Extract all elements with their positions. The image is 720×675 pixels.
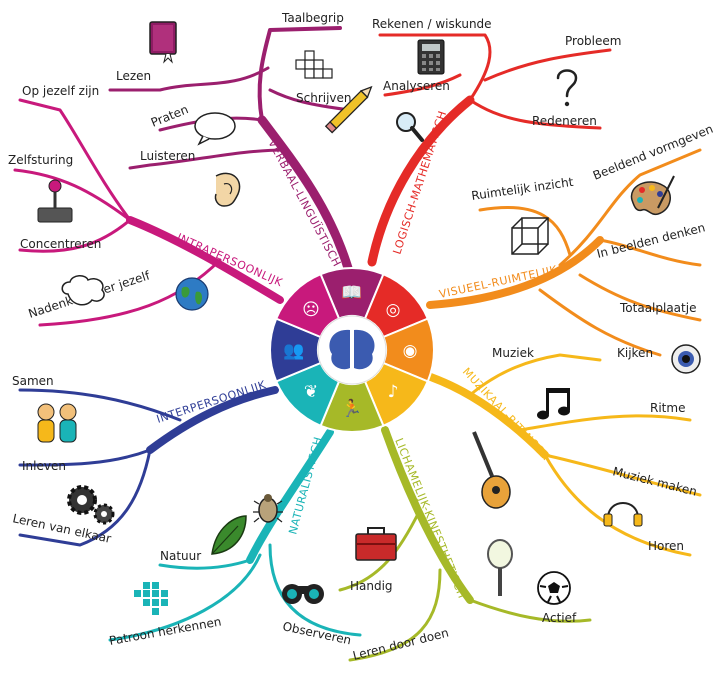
- label-patroon-herkennen: Patroon herkennen: [108, 614, 222, 648]
- magnifying-glass-icon: [396, 112, 424, 142]
- joystick-icon: [37, 179, 73, 223]
- label-muziek: Muziek: [492, 346, 534, 360]
- label-luisteren: Luisteren: [140, 149, 195, 163]
- branch-lichamelijk: [338, 426, 592, 662]
- label-zelfsturing: Zelfsturing: [8, 153, 73, 167]
- branch-logisch: [367, 33, 612, 267]
- gears-icon: [67, 485, 115, 525]
- pencil-icon: [324, 85, 373, 134]
- category-label-interpersoonlijk: INTERPERSOONLIJK: [155, 378, 268, 426]
- two-people-icon: 👥: [283, 341, 304, 361]
- label-schrijven: Schrijven: [296, 91, 352, 105]
- label-actief: Actief: [542, 611, 577, 625]
- paint-palette-icon: [630, 175, 675, 216]
- eye-icon: ◉: [403, 341, 418, 361]
- label-taalbegrip: Taalbegrip: [281, 11, 344, 25]
- label-ritme: Ritme: [650, 401, 685, 415]
- label-concentreren: Concentreren: [20, 237, 101, 251]
- book-icon: [149, 21, 177, 64]
- binoculars-icon: [282, 584, 324, 604]
- label-redeneren: Redeneren: [532, 114, 597, 128]
- two-people-icon: [37, 403, 77, 443]
- brain-icon: [329, 329, 375, 370]
- beetle-icon: [253, 494, 283, 523]
- label-lezen: Lezen: [116, 69, 151, 83]
- book-icon: 📖: [341, 283, 362, 303]
- label-kijken: Kijken: [617, 346, 653, 360]
- globe-icon: [175, 277, 209, 311]
- guitar-icon: [472, 431, 511, 509]
- toolbox-icon: [355, 527, 397, 561]
- music-note-icon: ♪: [388, 382, 399, 402]
- ear-icon: [214, 172, 241, 207]
- label-handig: Handig: [350, 579, 393, 593]
- eye-icon: [671, 344, 701, 374]
- branch-verbaal: [108, 26, 353, 273]
- hub-center: [317, 315, 387, 385]
- label-muziek-maken: Muziek maken: [611, 464, 698, 498]
- branch-intrapersoonlijk: [13, 98, 284, 327]
- speech-bubble-icon: [194, 112, 236, 146]
- crossword-icon: [295, 50, 333, 79]
- leaf-icon: ❦: [304, 382, 318, 402]
- soccer-ball-icon: [537, 571, 571, 605]
- headphones-icon: [603, 502, 643, 527]
- label-totaalplaatje: Totaalplaatje: [619, 301, 696, 315]
- branch-naturalistisch: [108, 428, 362, 642]
- abacus-icon: ◎: [386, 300, 401, 320]
- branch-interpersoonlijk: [18, 386, 279, 547]
- label-natuur: Natuur: [160, 549, 201, 563]
- leaf-icon: [211, 515, 247, 555]
- wire-cube-icon: [511, 217, 549, 255]
- label-op-jezelf-zijn: Op jezelf zijn: [22, 84, 99, 98]
- thought-cloud-icon: [61, 275, 105, 306]
- label-horen: Horen: [648, 539, 684, 553]
- label-inleven: Inleven: [22, 459, 66, 473]
- question-mark-icon: [556, 69, 578, 107]
- label-rekenen: Rekenen / wiskunde: [372, 17, 492, 31]
- running-person-icon: 🏃: [341, 398, 362, 419]
- thinking-person-icon: ☹: [302, 300, 320, 320]
- music-notes-icon: [537, 388, 570, 420]
- category-label-verbaal: VERBAAL-LINGUÏSTISCH: [265, 137, 343, 269]
- label-analyseren: Analyseren: [383, 79, 450, 93]
- category-label-lichamelijk: LICHAMELIJK-KINESTHETISCH: [392, 436, 468, 600]
- label-leren-door-doen: Leren door doen: [351, 626, 450, 663]
- label-ruimtelijk-inzicht: Ruimtelijk inzicht: [470, 175, 574, 203]
- label-samen: Samen: [12, 374, 54, 388]
- pattern-icon: [134, 582, 168, 615]
- branch-visueel: [426, 148, 702, 357]
- tennis-racket-icon: [487, 539, 513, 596]
- calculator-icon: [417, 39, 445, 75]
- hub-wheel: 📖 ◎ ◉ ♪ 🏃 ❦ 👥 ☹: [269, 267, 435, 433]
- label-probleem: Probleem: [565, 34, 621, 48]
- branch-muzikaal: [421, 353, 702, 557]
